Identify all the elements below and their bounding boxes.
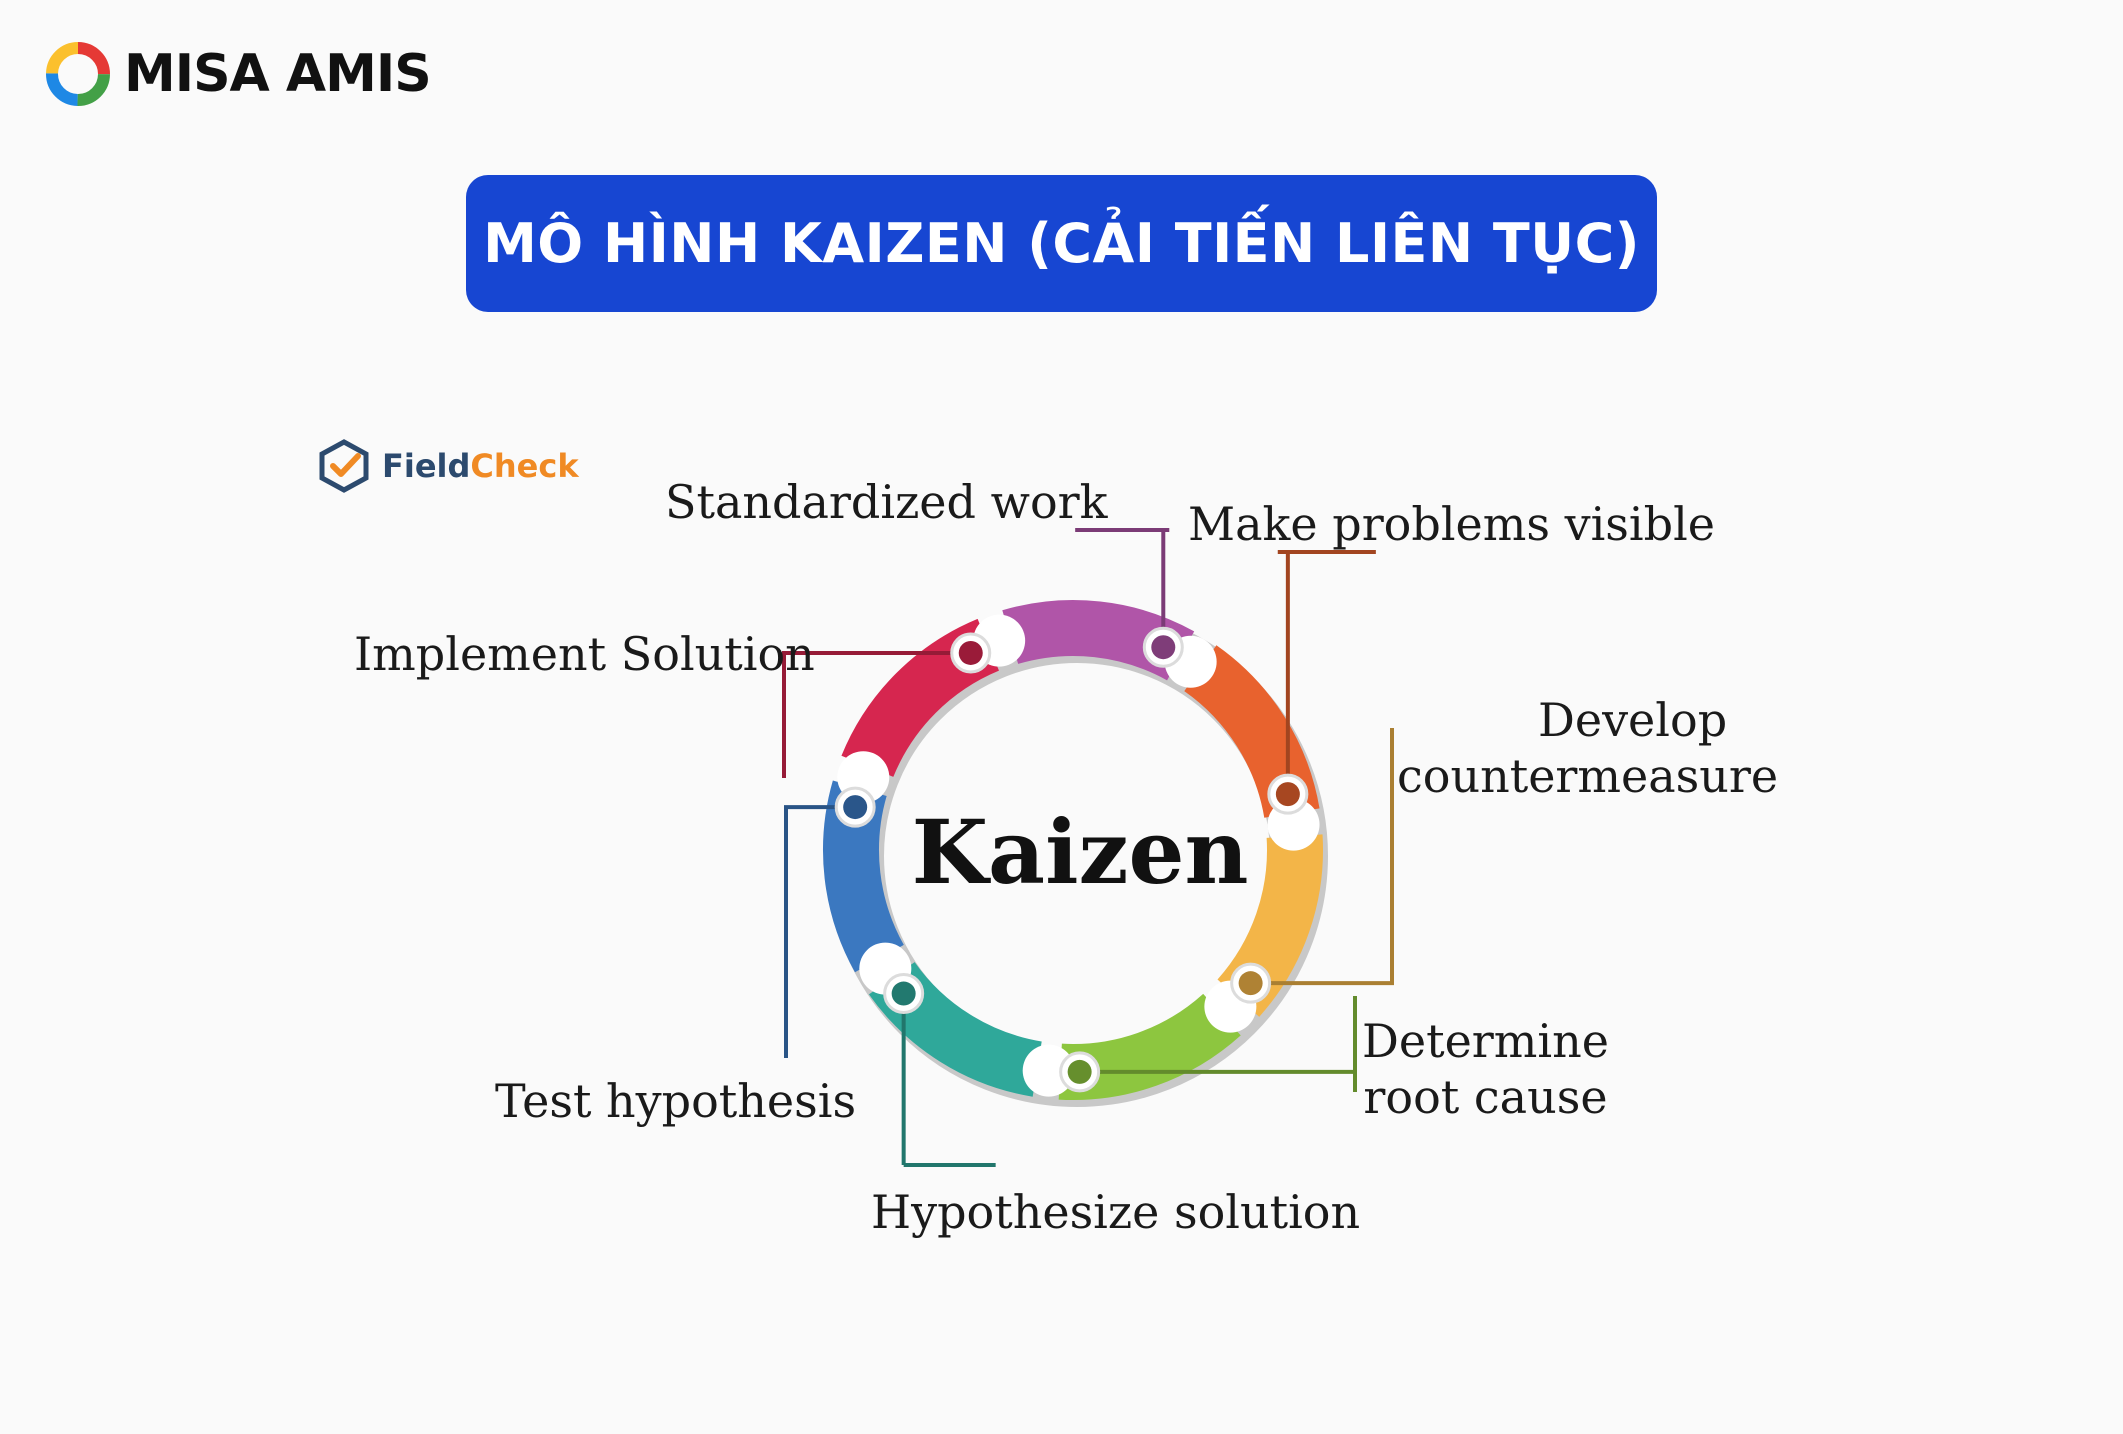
brand-name: MISA AMIS: [124, 44, 432, 104]
step-label-make-problems-visible: Make problems visible: [1188, 497, 1716, 551]
step-node-dot-7: [1151, 635, 1176, 660]
step-label-implement-solution: Implement Solution: [354, 627, 815, 681]
misa-logo-icon: [46, 42, 110, 106]
step-node-dot-1: [1275, 782, 1300, 807]
page-title: MÔ HÌNH KAIZEN (CẢI TIẾN LIÊN TỤC): [483, 212, 1640, 275]
fieldcheck-name: FieldCheck: [382, 447, 579, 485]
center-label: Kaizen: [911, 800, 1249, 904]
title-banner: MÔ HÌNH KAIZEN (CẢI TIẾN LIÊN TỤC): [466, 175, 1657, 312]
step-node-dot-5: [843, 795, 868, 820]
step-node-dot-4: [891, 981, 916, 1006]
step-node-dot-3: [1067, 1059, 1092, 1084]
step-node-dot-2: [1238, 971, 1263, 996]
brand-logo: MISA AMIS: [46, 42, 432, 106]
fieldcheck-logo: FieldCheck: [318, 438, 579, 494]
step-label-hypothesize-solution: Hypothesize solution: [871, 1185, 1361, 1239]
leader-line-6: [782, 650, 971, 682]
step-node-dot-6: [958, 640, 983, 665]
ring-joint-3: [1022, 1044, 1075, 1097]
fieldcheck-hexagon-icon: [319, 439, 369, 493]
step-label-test-hypothesis: Test hypothesis: [495, 1074, 857, 1128]
step-label-standardized-work: Standardized work: [665, 475, 1108, 529]
leader-line-5: [784, 805, 856, 962]
